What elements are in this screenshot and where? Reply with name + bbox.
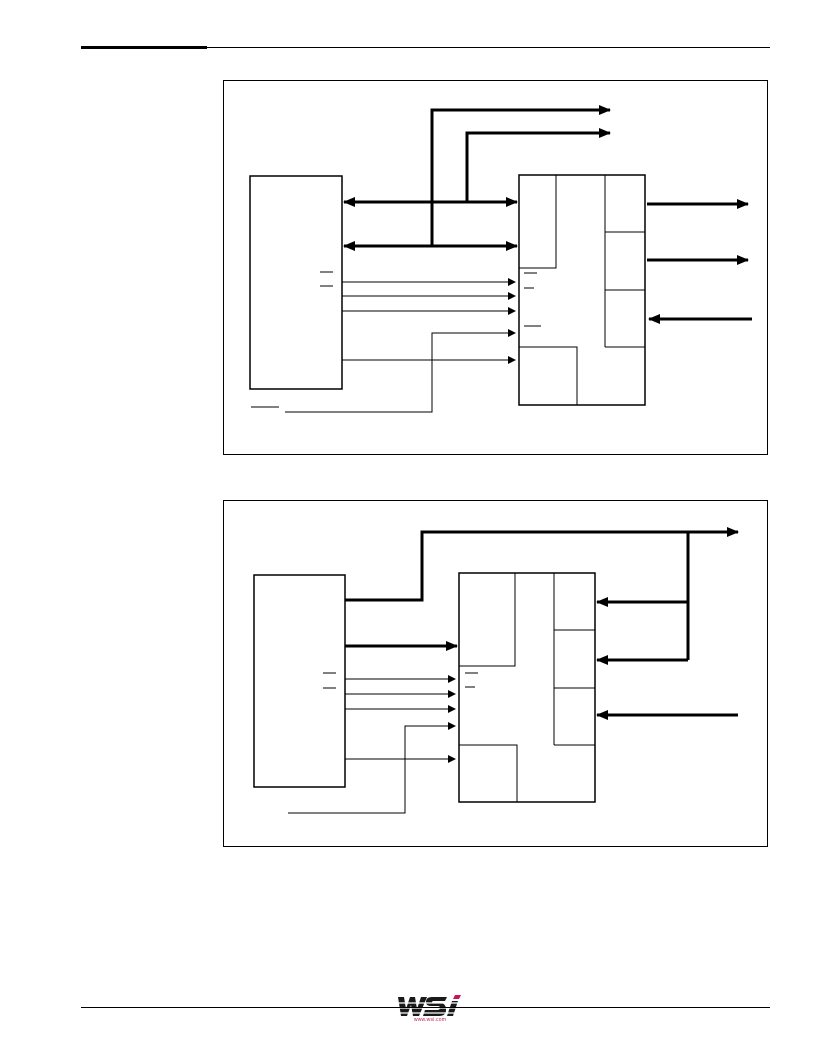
figure-1-memory-array-partition <box>519 175 557 269</box>
footer-rule <box>81 1007 770 1008</box>
figure-1-frame <box>223 80 768 455</box>
figure-2-frame <box>223 500 768 847</box>
header-rule-thin <box>207 47 770 48</box>
figure-1-data-tap-arrow <box>465 128 611 202</box>
figure-1-processor-block <box>249 175 343 390</box>
wsi-logo <box>396 995 462 1016</box>
logo-url-text: www.wsi.com <box>413 1017 447 1023</box>
figure-1-external-signal-arrow <box>285 329 516 413</box>
header-rule-thick <box>81 46 207 49</box>
figure-2-external-signal-arrow <box>288 722 456 814</box>
figure-1 <box>249 105 752 413</box>
figure-2-memory-array-partition <box>459 573 516 667</box>
figure-2-processor-block <box>253 574 346 788</box>
figure-2-shared-bus-arrow <box>345 527 739 602</box>
figure-2-control-block <box>459 744 518 802</box>
figure-2 <box>253 527 739 814</box>
figure-1-control-block <box>519 346 578 405</box>
figure-1-address-tap-arrow <box>430 105 611 246</box>
